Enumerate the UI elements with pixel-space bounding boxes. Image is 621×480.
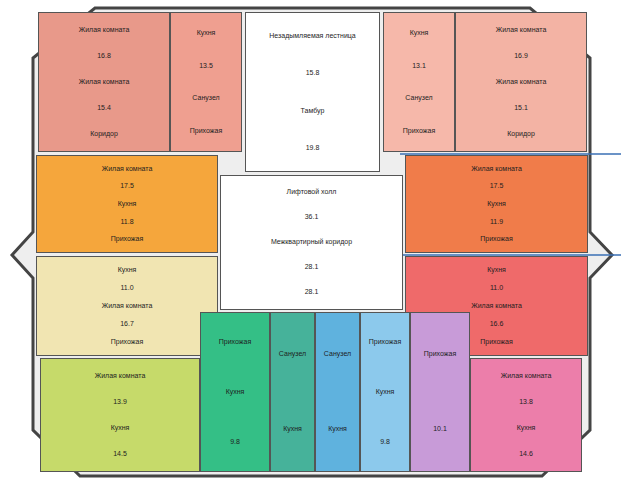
room-label: Прихожая [369, 338, 401, 346]
apartment-area: Жилая комната 17.5Кухня 11.8Прихожая [36, 155, 218, 253]
room-label: Санузел [324, 350, 351, 358]
room-label: Кухня [487, 266, 506, 274]
apartment-area: Прихожая 10.1 [410, 312, 470, 472]
room-label: 16.8 [97, 52, 111, 60]
apartment-area: Жилая комната16.8Жилая комната15.4Коридо… [38, 12, 170, 152]
room-label: 17.5 [120, 182, 134, 190]
room-label: 11.0 [490, 284, 503, 292]
room-label: 14.6 [519, 450, 533, 458]
room-label: Прихожая [111, 338, 143, 346]
apartment-area: ПрихожаяКухня 9.8 [200, 312, 270, 472]
apartment-area: Кухня 13.1СанузелПрихожая [383, 12, 455, 152]
room-label: Жилая комната [496, 26, 547, 34]
outer-wall [12, 8, 612, 476]
room-label: 11.8 [120, 218, 133, 226]
room-label: 15.8 [306, 69, 320, 77]
room-label: Прихожая [219, 338, 251, 346]
room-label: Кухня [197, 29, 216, 37]
apartment-area: СанузелКухня [315, 312, 360, 472]
apartment-area: Жилая комната 13.8Кухня 14.6 [470, 358, 582, 472]
room-label: 14.5 [113, 450, 127, 458]
apartment-area: Кухня 13.5СанузелПрихожая [170, 12, 242, 152]
room-label: 19.8 [306, 144, 320, 152]
room-label: 13.1 [412, 62, 426, 70]
apartment-area: Кухня 11.0Жилая комната 16.7Прихожая [36, 256, 218, 356]
room-label: Кухня [487, 200, 506, 208]
room-label: Жилая комната [102, 302, 153, 310]
room-label: 28.1 [305, 288, 319, 296]
room-label: 36.1 [305, 213, 319, 221]
room-label: Коридор [90, 130, 118, 138]
room-label: 10.1 [433, 425, 447, 433]
apartment-area: ПрихожаяКухня 9.8 [360, 312, 410, 472]
room-label: Кухня [517, 424, 536, 432]
room-label: 9.8 [230, 438, 240, 446]
room-label: Кухня [118, 266, 137, 274]
room-label: Прихожая [480, 235, 512, 243]
room-label: 16.6 [490, 320, 504, 328]
room-label: Жилая комната [471, 302, 522, 310]
room-label: Лифтовой холл [287, 188, 337, 196]
room-label: 17.5 [490, 182, 504, 190]
room-label: Жилая комната [79, 26, 130, 34]
room-label: Прихожая [111, 235, 143, 243]
room-label: 16.7 [120, 320, 134, 328]
room-label: Незадымляемая лестница [269, 32, 355, 40]
room-label: 28.1 [305, 263, 319, 271]
room-label: 16.9 [514, 52, 528, 60]
apartment-area: Жилая комната 13.9Кухня 14.5 [40, 358, 200, 472]
room-label: Жилая комната [471, 165, 522, 173]
room-label: Санузел [192, 94, 219, 102]
apartment-area: Жилая комната16.9Жилая комната15.1Коридо… [455, 12, 587, 152]
room-label: Кухня [328, 425, 347, 433]
room-label: Жилая комната [95, 372, 146, 380]
room-label: 13.8 [519, 398, 533, 406]
room-label: Санузел [405, 94, 432, 102]
room-label: Прихожая [190, 127, 222, 135]
room-label: Кухня [226, 388, 245, 396]
room-label: Санузел [279, 350, 306, 358]
room-label: Жилая комната [501, 372, 552, 380]
room-label: Прихожая [403, 127, 435, 135]
room-label: 15.1 [514, 104, 528, 112]
apartment-area: СанузелКухня [270, 312, 315, 472]
room-label: Кухня [118, 200, 137, 208]
room-label: Тамбур [301, 107, 325, 115]
room-label: 11.0 [120, 284, 133, 292]
room-label: Жилая комната [79, 78, 130, 86]
room-label: Жилая комната [496, 78, 547, 86]
room-label: 15.4 [97, 104, 111, 112]
apartment-area: Жилая комната 17.5Кухня 11.9Прихожая [405, 155, 588, 253]
room-label: 9.8 [380, 438, 390, 446]
room-label: 13.9 [113, 398, 127, 406]
room-label: 13.5 [199, 62, 213, 70]
room-label: Коридор [507, 130, 535, 138]
room-label: 11.9 [490, 218, 503, 226]
room-label: Жилая комната [102, 165, 153, 173]
room-label: Кухня [111, 424, 130, 432]
apartment-area: Незадымляемая лестница 15.8Тамбур 19.8 [245, 12, 380, 172]
apartment-area: Лифтовой холл 36.1Межквартирный коридор 28… [220, 175, 403, 310]
room-label: Межквартирный коридор [271, 238, 352, 246]
room-label: Прихожая [424, 350, 456, 358]
room-label: Прихожая [480, 338, 512, 346]
room-label: Кухня [410, 29, 429, 37]
room-label: Кухня [283, 425, 302, 433]
room-label: Кухня [376, 388, 395, 396]
